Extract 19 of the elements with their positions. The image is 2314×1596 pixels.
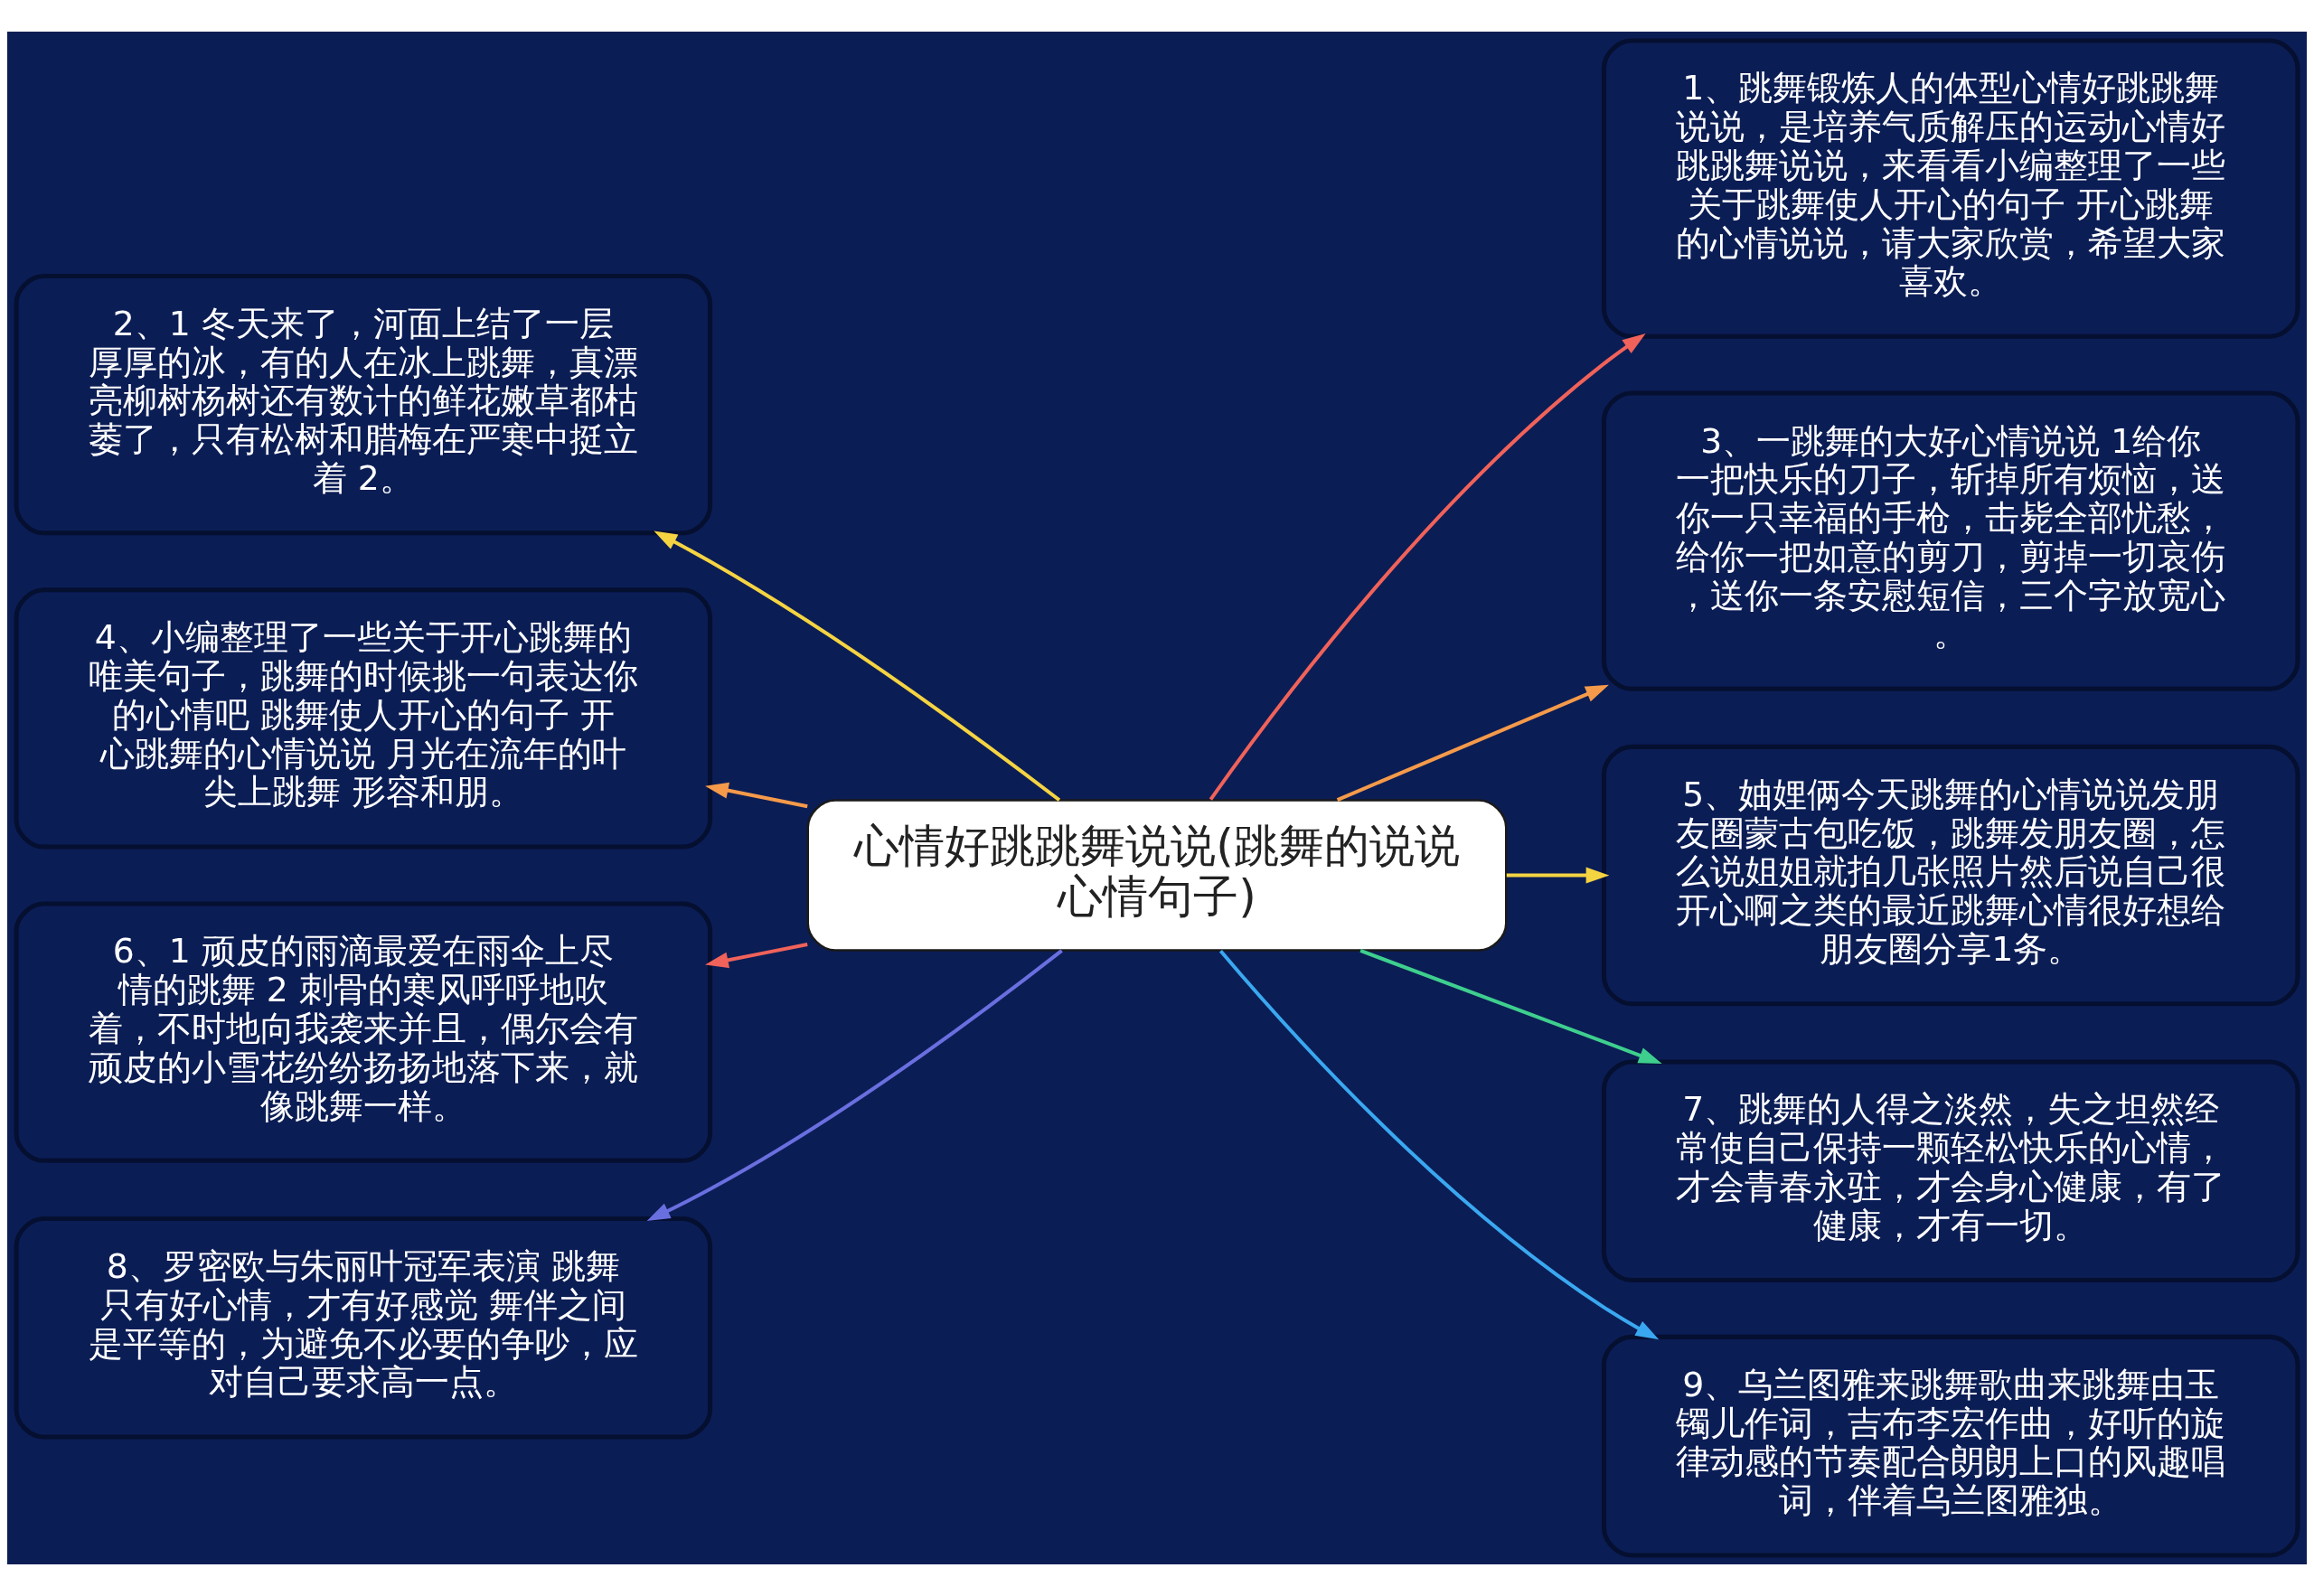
node-box: 1、跳舞锻炼人的体型心情好跳跳舞说说，是培养气质解压的运动心情好跳跳舞说说，来看看小编整理了一些关于跳舞使人开心的句子 开心跳舞的心情说说，请大家欣赏，希望大家喜欢。 [1601, 38, 2300, 339]
arrow [1218, 949, 1660, 1340]
node-box: 9、乌兰图雅来跳舞歌曲来跳舞由玉镯儿作词，吉布李宏作曲，好听的旋律动感的节奏配合朗朗上口的风趣唱词，伴着乌兰图雅独。 [1601, 1334, 2300, 1558]
arrow [1336, 684, 1609, 802]
arrow [705, 782, 808, 809]
arrow [654, 530, 1061, 802]
node-box: 心情好跳跳舞说说(跳舞的说说心情句子) [806, 799, 1508, 952]
arrow [1209, 333, 1646, 801]
node-box: 4、小编整理了一些关于开心跳舞的唯美句子，跳舞的时候挑一句表达你的心情吧 跳舞使人开心的句子 开心跳舞的心情说说 月光在流年的叶尖上跳舞 形容和朋。 [14, 587, 713, 850]
node-box: 8、罗密欧与朱丽叶冠军表演 跳舞只有好心情，才有好感觉 舞伴之间是平等的，为避免不必要的争吵，应对自己要求高一点。 [14, 1216, 713, 1440]
node-box: 2、1 冬天来了，河面上结了一层厚厚的冰，有的人在冰上跳舞，真漂亮柳树杨树还有数计的鲜花嫩草都枯萎了，只有松树和腊梅在严寒中挺立着 2。 [14, 274, 713, 536]
arrow [705, 942, 808, 969]
node-box: 5、妯娌俩今天跳舞的心情说说发朋友圈蒙古包吃饭，跳舞发朋友圈，怎么说姐姐就拍几张照片然后说自己很开心啊之类的最近跳舞心情很好想给朋友圈分享1务。 [1601, 744, 2300, 1007]
node-box: 3、一跳舞的大好心情说说 1给你一把快乐的刀子，斩掉所有烦恼，送你一只幸福的手枪，击毙全部忧愁，给你一把如意的剪刀，剪掉一切哀伤，送你一条安慰短信，三个字放宽心。 [1601, 390, 2300, 691]
arrow [646, 949, 1063, 1222]
node-box: 6、1 顽皮的雨滴最爱在雨伞上尽情的跳舞 2 刺骨的寒风呼呼地吹着，不时地向我袭来并且，偶尔会有顽皮的小雪花纷纷扬扬地落下来，就像跳舞一样。 [14, 901, 713, 1163]
node-box: 7、跳舞的人得之淡然，失之坦然经常使自己保持一颗轻松快乐的心情，才会青春永驻，才会身心健康，有了健康，才有一切。 [1601, 1059, 2300, 1282]
arrow [1359, 949, 1662, 1064]
arrow [1506, 867, 1610, 884]
